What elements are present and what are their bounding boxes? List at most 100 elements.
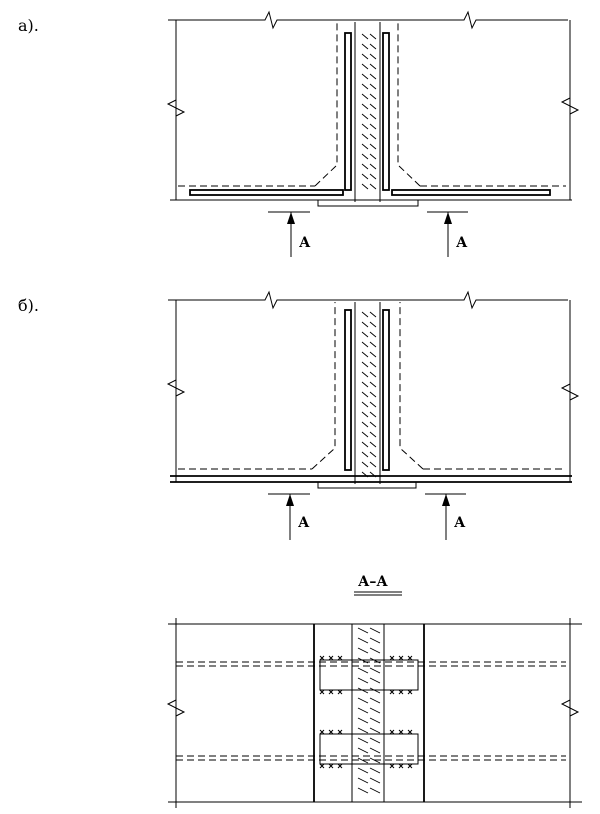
hatch-stroke [357,777,381,784]
section-arrow-left-a [268,211,310,257]
weld-mark [407,689,413,695]
hatch-stroke [361,351,377,358]
detail-a-label: а). [18,16,39,35]
connection-plate-2 [319,733,419,765]
section-title: А–А [358,574,388,590]
hatch-stroke [357,647,381,654]
hatch-stroke [361,391,377,398]
section-arrow-label-left-a: А [299,235,311,251]
dash-chamfer-left-a [314,22,338,187]
base-plate-left-a [189,189,344,196]
break-line-top-a [168,10,568,30]
section-break-left [166,699,186,717]
hatch-stroke [357,787,381,794]
detail-b-drawing: А А [166,290,580,540]
hatch-stroke [361,123,377,130]
dash-chamfer-left-b [311,302,336,470]
weld-mark [398,729,404,735]
section-arrow-right-b [425,493,466,540]
weld-mark [398,689,404,695]
hatch-stroke [361,371,377,378]
hatch-stroke [361,83,377,90]
insulation-hatch-a [361,33,377,190]
hatch-stroke [361,153,377,160]
hatch-stroke [357,767,381,774]
weld-mark [319,655,325,661]
section-arrow-label-right-b: А [454,515,466,531]
cover-plate-a [317,199,419,207]
weld-mark [319,729,325,735]
dash-chamfer-right-a [397,22,421,187]
hatch-stroke [357,727,381,734]
weld-mark [328,655,334,661]
weld-mark [407,763,413,769]
weld-mark [389,655,395,661]
section-aa-drawing: А–А [166,574,582,808]
insulation-hatch-section [357,627,381,794]
hatch-stroke [361,113,377,120]
base-plate-right-a [391,189,551,196]
hatch-stroke [361,173,377,180]
hatch-stroke [361,361,377,368]
hatch-stroke [357,717,381,724]
detail-a-drawing: А А [166,10,580,257]
hatch-stroke [361,451,377,458]
hatch-stroke [357,707,381,714]
weld-mark [398,655,404,661]
hatch-stroke [361,321,377,328]
hatch-stroke [357,747,381,754]
hatch-stroke [357,687,381,694]
hatch-stroke [357,627,381,634]
hatch-stroke [361,341,377,348]
weld-mark [328,763,334,769]
weld-mark [328,689,334,695]
hatch-stroke [361,73,377,80]
weld-mark [407,655,413,661]
hatch-stroke [361,93,377,100]
hatch-stroke [361,311,377,318]
weld-mark [337,729,343,735]
section-arrow-right-a [427,211,468,257]
break-line-right-b [560,383,580,401]
weld-mark [389,729,395,735]
hatch-stroke [361,471,377,478]
plate-right-a [382,32,390,191]
hatch-stroke [357,677,381,684]
hatch-stroke [361,133,377,140]
hatch-stroke [361,43,377,50]
hatch-stroke [361,63,377,70]
section-break-right [560,699,580,717]
hatch-stroke [357,757,381,764]
hatch-stroke [361,441,377,448]
hatch-stroke [361,331,377,338]
weld-marks [319,655,413,769]
hatch-stroke [357,657,381,664]
connection-plate-1 [319,659,419,691]
break-line-left-b [166,379,186,397]
detail-b-label: б). [18,296,39,315]
hatch-stroke [361,143,377,150]
dash-chamfer-right-b [399,302,424,470]
hatch-stroke [361,103,377,110]
plate-left-b [344,309,352,471]
hatch-stroke [361,411,377,418]
weld-mark [319,689,325,695]
hatch-stroke [357,737,381,744]
section-arrow-left-b [268,493,310,540]
break-line-left-a [166,99,186,117]
weld-mark [398,763,404,769]
hatch-stroke [357,637,381,644]
cover-plate-b [317,481,417,489]
plate-left-a [344,32,352,191]
insulation-hatch-b [361,311,377,478]
hatch-stroke [361,431,377,438]
break-line-top-b [168,290,568,310]
hatch-stroke [361,53,377,60]
hatch-stroke [357,697,381,704]
hatch-stroke [361,401,377,408]
hatch-stroke [357,667,381,674]
section-arrow-label-right-a: А [456,235,468,251]
hatch-stroke [361,461,377,468]
weld-mark [407,729,413,735]
